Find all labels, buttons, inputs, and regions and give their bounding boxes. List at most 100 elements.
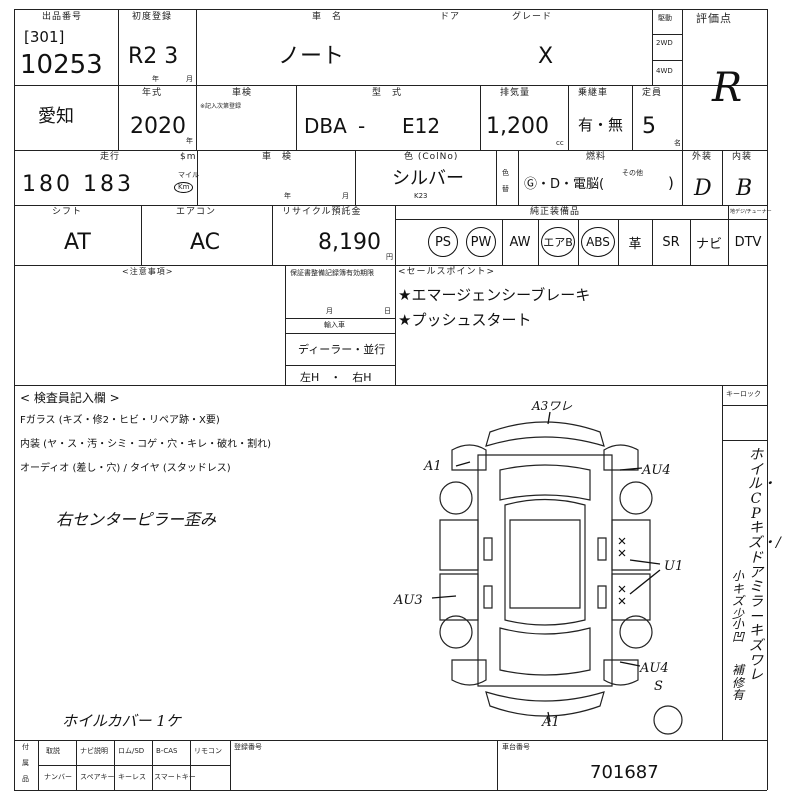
footer-cell-rom-sd: ロム/SD <box>118 747 145 755</box>
footer-cell-keyless: キーレス <box>118 773 146 781</box>
type-label: 型 式 <box>372 88 403 98</box>
inspection-line-1: Fガラス (キズ・修2・ヒビ・リペア跡・X要) <box>20 415 220 426</box>
side-text-4: 補修有 <box>731 663 744 703</box>
type-prefix: DBA <box>304 114 347 138</box>
sales-point-1: ★エマージェンシーブレーキ <box>398 286 591 304</box>
dealer-option: ディーラー・並行 <box>298 343 386 356</box>
car-name: ノート <box>278 44 345 69</box>
dtv-label: 地デジ/チューナー <box>730 209 772 215</box>
equipment-ps: PS <box>428 227 458 257</box>
exterior: D <box>694 176 712 201</box>
footer-cell-spare-key: スペアキー <box>80 773 115 781</box>
damage-a3: A3ワレ <box>532 399 573 413</box>
warranty-month: 月 <box>326 307 333 315</box>
side-text-3: 小凹 <box>731 617 744 644</box>
lot-label: 出品番号 <box>42 12 83 22</box>
aircon: AC <box>190 230 221 255</box>
footer-cell-bcas: B-CAS <box>156 747 178 755</box>
shift: AT <box>64 230 91 255</box>
warranty-day: 日 <box>384 307 391 315</box>
mileage-km: Km <box>174 182 194 193</box>
caution-label: <注意事項> <box>122 267 174 276</box>
registration-label: 登録番号 <box>234 743 262 751</box>
inspection-label: 車検 <box>232 88 253 98</box>
inspection-line-2: 内装 (ヤ・ス・汚・シミ・コゲ・穴・キレ・破れ・割れ) <box>20 439 271 450</box>
shift-label: シフト <box>52 207 83 217</box>
interior: B <box>736 176 753 201</box>
equipment-pw: PW <box>466 227 496 257</box>
vehicle-year-unit: 年 <box>284 192 291 200</box>
damage-u1: U1 <box>664 559 684 574</box>
first-reg-month-unit: 月 <box>186 75 193 83</box>
handwritten-note-2: ホイルカバー 1ケ <box>62 712 181 730</box>
capacity-unit: 名 <box>674 139 681 147</box>
fuel-other: その他 <box>622 169 643 177</box>
model-year-label: 年式 <box>142 88 163 98</box>
exterior-label: 外装 <box>692 152 713 162</box>
mileage-mile: マイル <box>178 171 199 179</box>
equipment-label: 純正装備品 <box>530 207 581 217</box>
vehicle-label: 車 検 <box>262 152 293 162</box>
recycle-fee: 8,190 <box>318 230 381 255</box>
first-reg-label: 初度登録 <box>132 12 173 22</box>
region: 愛知 <box>38 106 74 127</box>
model-year-unit: 年 <box>186 137 193 145</box>
mileage-label: 走行 <box>100 152 121 162</box>
drive-2wd: 2WD <box>656 39 673 47</box>
color-label: 色 (ColNo) <box>404 152 459 162</box>
equipment-leather: 革 <box>628 236 642 252</box>
equipment-airbag: エアB <box>540 227 576 257</box>
mileage: 180 183 <box>22 172 134 197</box>
footer-side-label-2: 属 <box>22 759 29 767</box>
color-change-label-2: 替 <box>502 185 509 193</box>
fuel-value: Ⓖ・D・電脳( <box>524 177 605 192</box>
color-code: K23 <box>414 192 428 200</box>
car-name-label: 車 名 <box>312 12 343 22</box>
inspection-title: < 検査員記入欄 > <box>20 391 120 405</box>
type-code: E12 <box>402 114 441 138</box>
footer-cell-manual: 取説 <box>46 747 60 755</box>
footer-side-label-3: 品 <box>22 775 29 783</box>
inspection-line-3: オーディオ (差し・穴) / タイヤ (スタッドレス) <box>20 463 231 474</box>
door-label: ドア <box>440 12 461 22</box>
damage-a1-bottom: A1 <box>542 715 560 730</box>
model-year: 2020 <box>130 114 186 139</box>
displacement: 1,200 <box>486 114 549 139</box>
equipment-sr: SR <box>662 234 680 250</box>
recycle-label: 乗継車 <box>578 88 609 98</box>
warranty-label: 保証書整備記録簿有効期限 <box>290 269 374 277</box>
score: R <box>712 65 743 111</box>
first-reg-value: R2 3 <box>128 44 179 69</box>
footer-cell-remote: リモコン <box>194 747 222 755</box>
damage-au4-top: AU4 <box>642 463 671 478</box>
capacity-label: 定員 <box>642 88 663 98</box>
vin-label: 車台番号 <box>502 743 530 751</box>
cc-unit: cc <box>556 139 564 147</box>
color: シルバー <box>392 168 464 189</box>
imported-label: 輸入車 <box>324 321 345 329</box>
drive-label: 駆動 <box>658 14 672 22</box>
interior-label: 内装 <box>732 152 753 162</box>
equipment-aw: AW <box>509 234 531 250</box>
handwritten-note-1: 右センターピラー歪み <box>56 510 217 529</box>
vin-value: 701687 <box>590 762 659 783</box>
lot-box: [301] <box>24 28 65 46</box>
yen-unit: 円 <box>386 253 393 261</box>
equipment-navi: ナビ <box>695 236 722 252</box>
steering-option: 左H ・ 右H <box>300 371 372 384</box>
fuel-label: 燃料 <box>586 152 607 162</box>
footer-cell-number: ナンバー <box>44 773 72 781</box>
recycle-fee-label: リサイクル預託金 <box>282 207 362 217</box>
drive-4wd: 4WD <box>656 67 673 75</box>
damage-a1-top: A1 <box>424 459 442 474</box>
damage-au3: AU3 <box>394 593 423 608</box>
type-dash: - <box>358 114 366 138</box>
color-change-label-1: 色 <box>502 169 509 177</box>
footer-side-label-1: 付 <box>22 743 29 751</box>
sales-label: <セールスポイント> <box>398 267 496 277</box>
side-text-2: 小キズ少 <box>731 569 744 621</box>
recycle-value: 有・無 <box>578 116 624 134</box>
fuel-close: ) <box>668 174 674 192</box>
vehicle-month-unit: 月 <box>342 192 349 200</box>
